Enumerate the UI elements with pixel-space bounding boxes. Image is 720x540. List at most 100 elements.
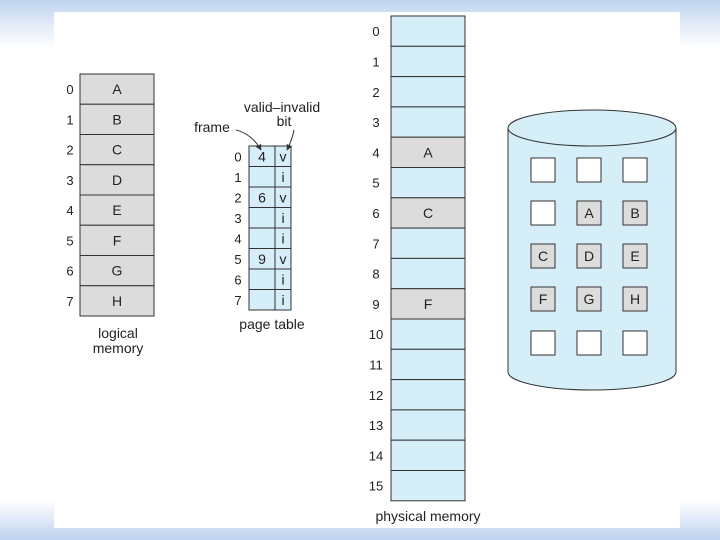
disk-block xyxy=(622,157,648,183)
page-table-index: 2 xyxy=(234,190,241,205)
disk-block xyxy=(576,157,602,183)
page-table-valid-bit: i xyxy=(281,210,284,226)
disk-block xyxy=(530,286,556,312)
physical-memory-frame xyxy=(390,197,466,229)
logical-memory-page-label: G xyxy=(112,263,123,279)
physical-memory-frame xyxy=(390,15,466,47)
logical-memory-cell xyxy=(79,285,155,317)
physical-memory-frame xyxy=(390,227,466,259)
disk-block xyxy=(530,330,556,356)
page-table-frame-cell xyxy=(248,207,276,229)
page-table-caption: page table xyxy=(239,316,305,332)
disk-block xyxy=(622,286,648,312)
valid-invalid-label-line2: bit xyxy=(277,113,292,129)
disk-block xyxy=(622,330,648,356)
physical-memory-frame xyxy=(390,45,466,78)
disk-block xyxy=(622,200,648,226)
page-table-frame-number: 9 xyxy=(258,251,266,267)
logical-memory-cell xyxy=(79,103,155,135)
logical-memory-index: 3 xyxy=(66,173,73,188)
page-table-frame-cell xyxy=(248,268,276,290)
page-table-bit-cell xyxy=(274,289,292,311)
logical-memory-page-label: A xyxy=(112,81,122,97)
logical-memory-index: 1 xyxy=(66,112,73,127)
physical-memory-index: 11 xyxy=(369,357,383,372)
disk-block-label: E xyxy=(630,248,639,264)
page-table-frame-number: 4 xyxy=(258,148,266,164)
page-table-frame-cell xyxy=(248,166,276,188)
physical-memory-caption: physical memory xyxy=(375,508,480,524)
logical-memory-index: 0 xyxy=(66,82,73,97)
disk-block-label: D xyxy=(584,248,594,264)
page-table-valid-bit: i xyxy=(281,169,284,185)
page-table-frame-cell xyxy=(248,289,276,311)
logical-memory-cell xyxy=(79,164,155,196)
page-table-valid-bit: i xyxy=(281,271,284,287)
physical-memory-index: 15 xyxy=(369,479,383,494)
disk-block xyxy=(530,200,556,226)
physical-memory-index: 12 xyxy=(369,388,383,403)
frame-arrow xyxy=(235,129,262,151)
physical-memory-page-label: C xyxy=(423,205,433,221)
disk-block-label: B xyxy=(630,205,639,221)
physical-memory-frame xyxy=(390,167,466,199)
logical-memory-index: 2 xyxy=(66,143,73,158)
logical-memory-page-label: B xyxy=(112,111,121,127)
physical-memory-index: 10 xyxy=(369,327,383,342)
physical-memory-frame xyxy=(390,379,466,411)
logical-memory-page-label: F xyxy=(113,232,122,248)
logical-memory-index: 7 xyxy=(66,294,73,309)
logical-memory-caption-line2: memory xyxy=(93,340,144,356)
page-table-index: 5 xyxy=(234,252,241,267)
physical-memory-frame xyxy=(390,470,466,502)
physical-memory-frame xyxy=(390,439,466,472)
physical-memory-index: 3 xyxy=(372,115,379,130)
physical-memory-index: 4 xyxy=(372,145,379,160)
physical-memory-index: 9 xyxy=(372,297,379,312)
disk-block-label: F xyxy=(539,291,548,307)
physical-memory-frame xyxy=(390,318,466,350)
page-table-index: 0 xyxy=(234,149,241,164)
page-table-valid-bit: v xyxy=(280,148,287,164)
logical-memory-index: 5 xyxy=(66,233,73,248)
logical-memory-page-label: C xyxy=(112,142,122,158)
page-table-index: 1 xyxy=(234,170,241,185)
disk-block xyxy=(530,157,556,183)
physical-memory-frame xyxy=(390,136,466,168)
page-table-frame-number: 6 xyxy=(258,189,266,205)
page-table-valid-bit: i xyxy=(281,292,284,308)
physical-memory-page-label: F xyxy=(424,296,433,312)
page-table-valid-bit: v xyxy=(280,189,287,205)
logical-memory-index: 6 xyxy=(66,264,73,279)
disk-block xyxy=(576,243,602,269)
logical-memory-index: 4 xyxy=(66,203,73,218)
logical-memory-cell xyxy=(79,73,155,105)
physical-memory-index: 0 xyxy=(372,24,379,39)
physical-memory-page-label: A xyxy=(423,144,433,160)
disk-block xyxy=(576,200,602,226)
disk-block xyxy=(622,243,648,269)
logical-memory-caption-line1: logical xyxy=(98,325,138,341)
page-table-frame-cell xyxy=(248,227,276,249)
disk-block-label: C xyxy=(538,248,548,264)
disk-block xyxy=(530,243,556,269)
page-table-valid-bit: v xyxy=(280,251,287,267)
disk-block-label: H xyxy=(630,291,640,307)
frame-label: frame xyxy=(194,119,230,135)
physical-memory-index: 1 xyxy=(372,54,379,69)
page-table-index: 7 xyxy=(234,293,241,308)
logical-memory-cell xyxy=(79,224,155,256)
physical-memory-frame xyxy=(390,409,466,441)
physical-memory-index: 7 xyxy=(372,236,379,251)
disk-block-label: A xyxy=(584,205,594,221)
physical-memory-frame xyxy=(390,257,466,290)
physical-memory-index: 8 xyxy=(372,267,379,282)
physical-memory-frame xyxy=(390,348,466,381)
valid-invalid-label-line1: valid–invalid xyxy=(244,99,320,115)
